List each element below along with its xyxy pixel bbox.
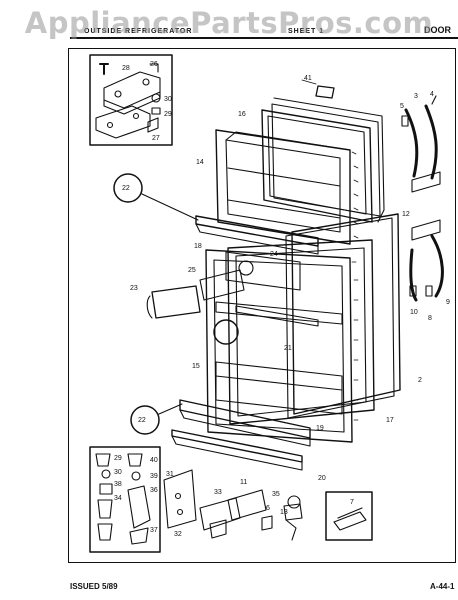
callout-35: 35: [272, 491, 280, 498]
callout-29-top: 29: [164, 111, 172, 118]
inset-top-hinge: [89, 54, 173, 146]
header-section-title: DOOR: [424, 25, 451, 35]
header-sheet-label: SHEET 1: [288, 28, 325, 35]
fresh-food-door-assembly: [146, 213, 401, 443]
diagram-frame: [68, 48, 456, 563]
callout-21: 21: [284, 345, 292, 352]
callout-20: 20: [318, 475, 326, 482]
freezer-door-assembly: [195, 97, 385, 255]
callout-22-top: 22: [122, 185, 130, 192]
callout-6: 6: [266, 505, 270, 512]
part-41-plate: [301, 79, 335, 99]
callout-40: 40: [150, 457, 158, 464]
callout-9: 9: [446, 299, 450, 306]
footer-issued-date: ISSUED 5/89: [70, 582, 118, 591]
callout-8: 8: [428, 315, 432, 322]
callout-18: 18: [194, 243, 202, 250]
callout-4: 4: [430, 91, 434, 98]
callout-29-bottom: 29: [114, 455, 122, 462]
callout-25: 25: [188, 267, 196, 274]
callout-30-bottom: 30: [114, 469, 122, 476]
handle-hardware-group: [401, 95, 444, 302]
inset-bottom-hinge: [89, 446, 161, 553]
callout-32: 32: [174, 531, 182, 538]
callout-36: 36: [150, 487, 158, 494]
callout-3: 3: [414, 93, 418, 100]
callout-16: 16: [238, 111, 246, 118]
callout-38: 38: [114, 481, 122, 488]
callout-31: 31: [166, 471, 174, 478]
callout-19: 19: [316, 425, 324, 432]
callout-7: 7: [350, 499, 354, 506]
callout-5: 5: [400, 103, 404, 110]
footer-page-code: A-44-1: [430, 582, 455, 591]
callout-15: 15: [192, 363, 200, 370]
callout-24: 24: [270, 251, 278, 258]
callout-12: 12: [402, 211, 410, 218]
callout-10: 10: [410, 309, 418, 316]
header-left-title: OUTSIDE REFRIGERATOR: [84, 28, 193, 35]
lower-shelf-group: [171, 399, 311, 471]
part-number-callouts: 41 16 5 3 4 14 12 22 18 24 9 25 23 10 8 …: [114, 61, 450, 538]
callout-27: 27: [152, 135, 160, 142]
callout-34: 34: [114, 495, 122, 502]
bottom-hardware-parts: [163, 469, 303, 541]
callout-22-bottom: 22: [138, 417, 146, 424]
callout-2: 2: [418, 377, 422, 384]
callout-26: 26: [150, 61, 158, 68]
callout-14: 14: [196, 159, 204, 166]
inset-part-7: [325, 491, 373, 541]
callout-30-top: 30: [164, 96, 172, 103]
callout-17: 17: [386, 417, 394, 424]
callout-11: 11: [240, 479, 247, 486]
watermark: AppliancePartsPros.com: [24, 6, 434, 40]
callout-23: 23: [130, 285, 138, 292]
detail-magnifiers: [113, 173, 239, 435]
callout-41: 41: [304, 75, 312, 82]
callout-39: 39: [150, 473, 158, 480]
header-rule: [70, 37, 458, 39]
callout-37: 37: [150, 527, 158, 534]
callout-28: 28: [122, 65, 130, 72]
callout-33: 33: [214, 489, 222, 496]
callout-13: 13: [280, 509, 288, 516]
